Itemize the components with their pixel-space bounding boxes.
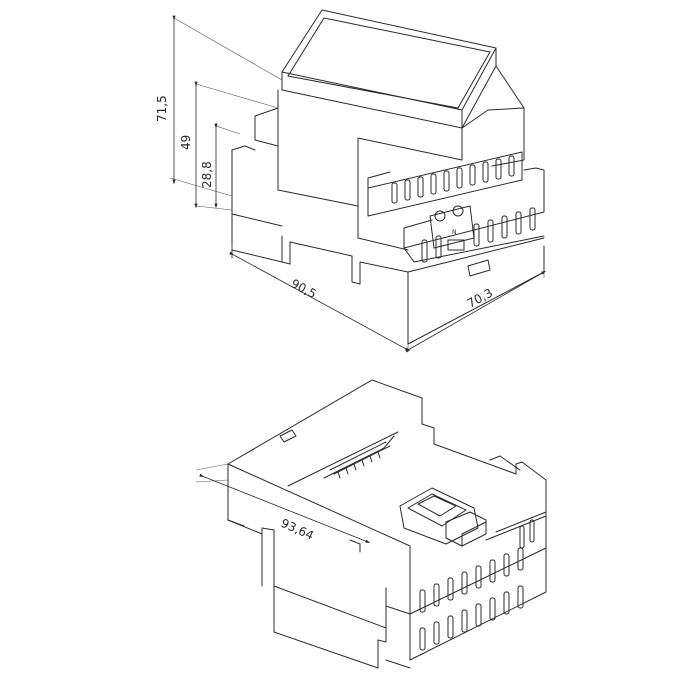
base-top-surface — [227, 379, 517, 547]
upper-vent-slots — [391, 155, 515, 204]
dim-depth: 70,3 — [465, 286, 495, 311]
horizontal-dimensions: 90,5 70,3 — [229, 244, 547, 353]
din-clip — [467, 259, 491, 277]
din-latch — [399, 487, 487, 547]
dim-bottom-width: 93,64 — [279, 516, 316, 543]
dim-width: 90,5 — [289, 276, 319, 301]
dim-height-mid: 49 — [179, 135, 193, 150]
top-isometric-view: N 71,5 49 28,8 90,5 — [155, 9, 547, 353]
base-right-side — [385, 455, 547, 669]
bottom-isometric-view: 93,64 — [195, 379, 547, 669]
upper-vent-panel — [367, 151, 523, 217]
top-cover — [281, 9, 497, 129]
bottom-width-dimension: 93,64 — [195, 463, 371, 543]
base-vent-slots — [419, 519, 535, 651]
base-front-body — [227, 463, 411, 669]
lower-vent-panel: N — [403, 167, 545, 277]
upper-body — [254, 65, 525, 239]
terminal-mark: N — [452, 229, 457, 236]
terminal-block: N — [429, 205, 475, 251]
dim-height-total: 71,5 — [155, 95, 169, 122]
dim-height-low: 28,8 — [200, 161, 214, 188]
vertical-dimensions: 71,5 49 28,8 — [155, 15, 283, 211]
